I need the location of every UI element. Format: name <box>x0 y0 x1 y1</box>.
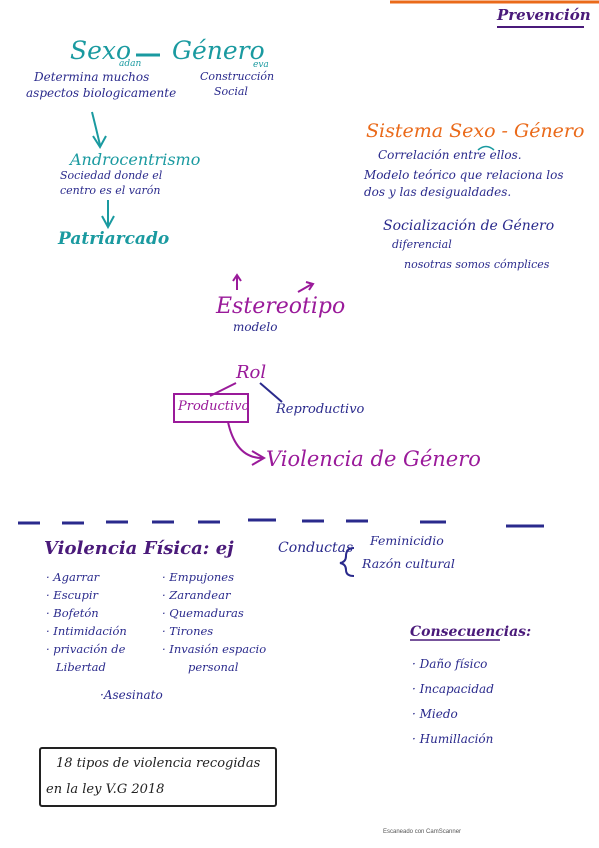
socializacion-line-2: nosotras somos cómplices <box>404 258 550 271</box>
box-line-1: 18 tipos de violencia recogidas <box>56 756 261 771</box>
page-title: Prevención <box>497 6 591 24</box>
list-item: · Bofetón <box>46 606 99 620</box>
violencia-fisica-title: Violencia Física: ej <box>44 538 234 559</box>
androcentrismo-title: Androcentrismo <box>70 150 201 169</box>
scan-watermark: Escaneado con CamScanner <box>383 829 462 835</box>
arrow-upright-icon <box>297 281 315 293</box>
list-item: Libertad <box>56 660 106 674</box>
sexo-subscript: adan <box>119 59 142 69</box>
list-item: · Daño físico <box>412 657 488 671</box>
arrowhead-icon <box>92 135 107 149</box>
socializacion-title: Socialización de Género <box>383 218 555 234</box>
box-line-2: en la ley V.G 2018 <box>46 782 165 797</box>
productivo-label: Productivo <box>178 399 250 414</box>
sistema-line-2: Modelo teórico que relaciona los <box>364 168 564 182</box>
arrowhead-icon <box>101 215 115 230</box>
branch-line <box>259 382 283 403</box>
productivo-box <box>173 393 249 423</box>
consecuencias-title: Consecuencias: <box>410 624 532 640</box>
list-item: · Zarandear <box>162 588 231 602</box>
list-item: · Agarrar <box>46 570 100 584</box>
sistema-title: Sistema Sexo - Género <box>366 120 585 142</box>
list-item: · Humillación <box>412 732 494 746</box>
arrowhead-icon <box>251 450 266 466</box>
genero-desc-1: Construcción <box>200 70 275 83</box>
sexo-desc-2: aspectos biologicamente <box>26 86 177 100</box>
violencia-list-col2: · Empujones · Zarandear · Quemaduras · T… <box>162 568 266 676</box>
rol-title: Rol <box>236 362 267 383</box>
list-item: · Tirones <box>162 624 214 638</box>
sexo-title: Sexo <box>70 36 132 65</box>
sistema-line-1: Correlación entre ellos. <box>378 148 522 162</box>
violencia-list-col1: · Agarrar · Escupir · Bofetón · Intimida… <box>46 568 127 676</box>
estereotipo-title: Estereotipo <box>216 294 346 319</box>
dashed-separator <box>18 518 544 528</box>
list-item: · privación de <box>46 642 126 656</box>
asesinato-item: ·Asesinato <box>100 688 163 702</box>
conductas-title: Conductas <box>278 540 354 556</box>
androcentrismo-desc-1: Sociedad donde el <box>60 169 163 182</box>
conductas-item: Razón cultural <box>362 556 455 571</box>
list-item: · Invasión espacio <box>162 642 267 656</box>
violencia-genero-title: Violencia de Género <box>266 447 481 471</box>
list-item: · Miedo <box>412 707 458 721</box>
sistema-line-3: dos y las desigualdades. <box>364 185 512 199</box>
reproductivo-label: Reproductivo <box>276 402 365 417</box>
arrow-down-icon <box>91 111 101 146</box>
arrow-up-icon <box>232 273 242 290</box>
sexo-desc-1: Determina muchos <box>34 70 150 84</box>
list-item: · Intimidación <box>46 624 127 638</box>
brace <box>339 547 355 577</box>
swap-arrow-icon <box>477 145 495 151</box>
list-item: · Escupir <box>46 588 98 602</box>
socializacion-line-1: diferencial <box>392 238 452 251</box>
law-box <box>39 747 277 807</box>
estereotipo-sub: modelo <box>233 320 278 334</box>
list-item: · Quemaduras <box>162 606 244 620</box>
genero-desc-2: Social <box>214 85 248 98</box>
list-item: · Incapacidad <box>412 682 494 696</box>
list-item: personal <box>188 660 239 674</box>
genero-subscript: eva <box>253 60 269 70</box>
androcentrismo-desc-2: centro es el varón <box>60 184 161 197</box>
list-item: · Empujones <box>162 570 234 584</box>
conductas-item: Feminicidio <box>370 533 444 548</box>
patriarcado-title: Patriarcado <box>58 229 170 249</box>
arrow-right-icon <box>227 421 263 459</box>
genero-title: Género <box>172 36 265 65</box>
consecuencias-list: · Daño físico · Incapacidad · Miedo · Hu… <box>412 652 494 752</box>
